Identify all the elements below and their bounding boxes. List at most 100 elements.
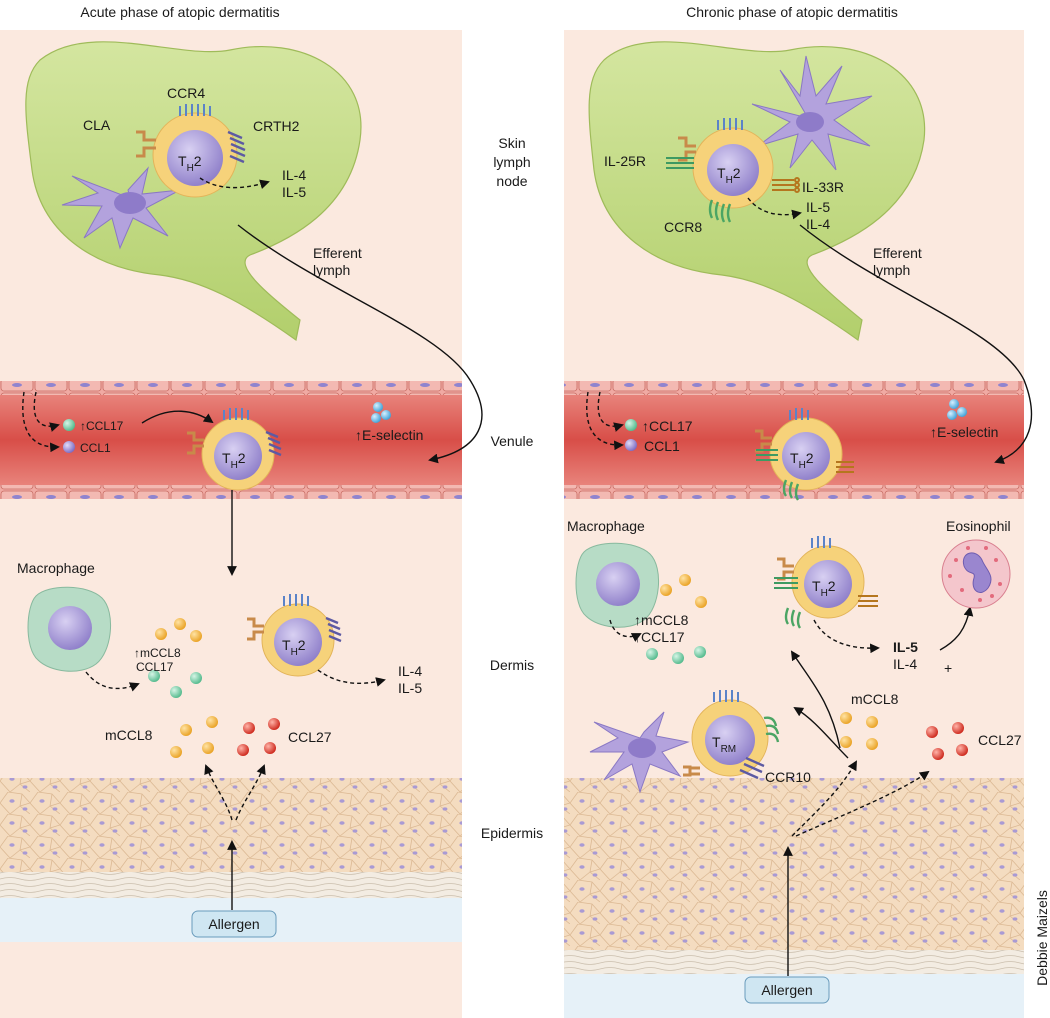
- acute-panel-title: Acute phase of atopic dermatitis: [80, 4, 279, 20]
- acute-mccl8-release-arrow: [204, 764, 233, 821]
- chronic-ccl27-chemokines: [926, 722, 968, 760]
- chronic-plus-sign: +: [944, 660, 952, 676]
- chronic-eselectin-icon: [947, 399, 967, 420]
- acute-dermis-th2-label: TH2: [282, 637, 306, 658]
- acute-dermis-th2-cell: [247, 594, 342, 677]
- acute-macrophage-label: Macrophage: [17, 560, 95, 576]
- chronic-node-cytokine-arrow: [747, 197, 802, 220]
- chronic-venule-th2-cell: [755, 408, 854, 501]
- artist-credit: Debbie Maizels: [1034, 890, 1050, 986]
- acute-lymph-label: lymph: [313, 262, 350, 278]
- chronic-stratum-corneum: [564, 950, 1024, 974]
- acute-dermis-ccl17: CCL17: [136, 660, 174, 674]
- acute-node-il5: IL-5: [282, 184, 306, 200]
- chronic-mccl8-label: mCCL8: [851, 691, 899, 707]
- acute-venule-ccl1-chemokine: [63, 441, 75, 453]
- chronic-panel-title: Chronic phase of atopic dermatitis: [686, 4, 898, 20]
- acute-venule-ccl17: ↑CCL17: [80, 419, 124, 433]
- acute-ccl27-release-arrow: [235, 764, 266, 821]
- acute-venule-th2-cell: [187, 408, 282, 491]
- acute-ccl27-label: CCL27: [288, 729, 332, 745]
- acute-macrophage-release-arrow: [85, 671, 140, 692]
- chronic-dermis-il5: IL-5: [893, 639, 918, 655]
- ccr4-label: CCR4: [167, 85, 205, 101]
- chronic-ccl27-release-arrow: [795, 770, 930, 837]
- acute-venule-ccl1: CCL1: [80, 441, 111, 455]
- acute-eselectin-icon: [371, 402, 391, 423]
- acute-dendritic-cell: [61, 166, 181, 250]
- chronic-macrophage-release-arrow: [609, 619, 642, 642]
- acute-dermis-chemokines: [148, 618, 202, 698]
- chronic-venule-ccl17: ↑CCL17: [642, 418, 693, 434]
- mccl8-to-th2-arrow: [790, 650, 841, 749]
- acute-dermis-il4: IL-4: [398, 663, 422, 679]
- chronic-macrophage: [575, 542, 660, 628]
- chronic-dermis-ccl17: ↑CCL17: [634, 629, 685, 645]
- dermis-label: Dermis: [490, 657, 534, 673]
- acute-venule-ccl17-chemokine: [63, 419, 75, 431]
- ccr8-label: CCR8: [664, 219, 702, 235]
- ccr4-receptor-icon: [179, 104, 211, 116]
- eosinophil-cell: [941, 539, 1011, 609]
- chronic-allergen-label: Allergen: [761, 982, 812, 998]
- acute-eselectin-label: ↑E-selectin: [355, 427, 423, 443]
- acute-efferent-label: Efferent: [313, 245, 362, 261]
- chronic-dermis-cytokine-arrow: [813, 619, 880, 654]
- crth2-receptor-icon: [227, 130, 246, 164]
- chronic-dermis-mccl8: ↑mCCL8: [634, 612, 689, 628]
- acute-mccl8-label: mCCL8: [105, 727, 153, 743]
- chronic-ccl27-label: CCL27: [978, 732, 1022, 748]
- chronic-mccl8-chemokines: [840, 712, 878, 750]
- il33r-receptor-icon: [772, 177, 800, 193]
- trm-label: TRM: [712, 734, 736, 755]
- acute-ccl17-release-arrow: [33, 391, 60, 432]
- il25r-label: IL-25R: [604, 153, 646, 169]
- chronic-node-il5: IL-5: [806, 199, 830, 215]
- chronic-lymph-label: lymph: [873, 262, 910, 278]
- chronic-trm-dendritic-cell: [589, 711, 690, 794]
- chronic-eselectin-label: ↑E-selectin: [930, 424, 998, 440]
- acute-mccl8-chemokines: [170, 716, 218, 758]
- venule-label: Venule: [491, 433, 534, 449]
- chronic-panel: TH2 IL-25R IL-33R CCR8 IL-5 IL-4 Efferen…: [564, 30, 1033, 1018]
- acute-stratum-corneum: [0, 872, 462, 898]
- acute-ccl1-release-arrow: [22, 391, 60, 453]
- trm-cell: [683, 690, 780, 780]
- ccr10-receptor-icon: [739, 756, 765, 780]
- il25r-receptor-icon: [666, 157, 694, 169]
- eosinophil-label: Eosinophil: [946, 518, 1011, 534]
- acute-ccl17-to-th2-arrow: [141, 410, 214, 424]
- chronic-dermis-il4: IL-4: [893, 656, 917, 672]
- ccr8-receptor-icon: [708, 199, 732, 223]
- lymph-label: lymph: [493, 154, 530, 170]
- acute-dermis-mccl8: ↑mCCL8: [134, 646, 181, 660]
- acute-macrophage: [27, 586, 112, 672]
- skin-label: Skin: [498, 135, 525, 151]
- acute-node-th2-label: TH2: [178, 153, 202, 174]
- chronic-efferent-lymph-arrow: [799, 224, 1033, 465]
- chronic-node-th2-label: TH2: [717, 165, 741, 186]
- node-label: node: [496, 173, 527, 189]
- mccl8-to-trm-arrow: [793, 706, 849, 759]
- acute-allergen-box: [191, 910, 277, 938]
- acute-efferent-lymph-arrow: [237, 224, 483, 464]
- chronic-venule-ccl17-chemokine: [625, 419, 637, 431]
- chronic-venule-ccl1: CCL1: [644, 438, 680, 454]
- chronic-ccl17-release-arrow: [597, 391, 624, 432]
- chronic-ccl1-release-arrow: [586, 391, 624, 451]
- chronic-macrophage-label: Macrophage: [567, 518, 645, 534]
- acute-epidermis: [0, 778, 462, 872]
- crth2-label: CRTH2: [253, 118, 300, 134]
- chronic-dermis-th2-label: TH2: [812, 578, 836, 599]
- chronic-node-il4: IL-4: [806, 216, 830, 232]
- acute-node-cytokine-arrow: [199, 177, 270, 189]
- cla-receptor-icon: [136, 130, 156, 158]
- chronic-venule-th2-label: TH2: [790, 450, 814, 471]
- cla-label: CLA: [83, 117, 111, 133]
- chronic-dermis-chemokines: [646, 574, 707, 664]
- chronic-epidermis: [564, 778, 1024, 950]
- chronic-dermis-th2-cell: [774, 536, 878, 629]
- chronic-venule-ccl1-chemokine: [625, 439, 637, 451]
- il5-to-eosinophil-arrow: [939, 606, 974, 651]
